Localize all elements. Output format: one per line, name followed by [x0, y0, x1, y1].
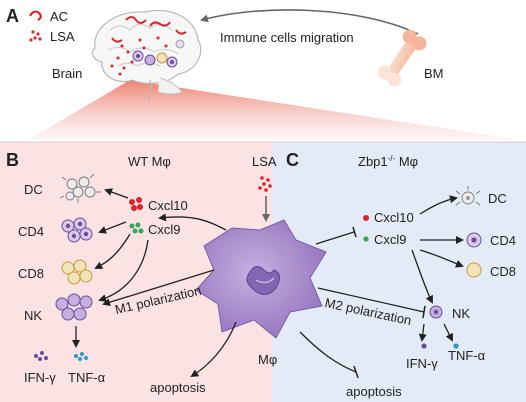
panel-c-title-sup: -/-: [388, 154, 396, 163]
panel-c-background: [272, 142, 526, 402]
c-cd8-label: CD8: [490, 264, 516, 279]
c-cd4-label: CD4: [490, 233, 516, 248]
b-dc-label: DC: [24, 182, 43, 197]
b-cd8-cells: [61, 259, 93, 285]
c-cd8-cell: [466, 262, 482, 278]
macrophage-cell: [195, 219, 327, 339]
migration-arrow: [200, 9, 419, 35]
panel-b-letter: B: [6, 150, 19, 170]
c-cxcl9-icon: [363, 236, 369, 242]
b-tnf-icon: [74, 352, 88, 361]
c-nk-label: NK: [452, 306, 470, 321]
brain-label: Brain: [52, 66, 82, 81]
c-inhibit-cytokines: [315, 231, 355, 245]
c-tnf-label: TNF-α: [448, 348, 486, 363]
panel-c-letter: C: [286, 150, 299, 170]
c-tnf-icon: [453, 343, 459, 349]
b-arrows: [72, 188, 237, 378]
b-cxcl9-label: Cxcl9: [148, 222, 181, 237]
c-cd4-cell: [466, 232, 482, 248]
c-cxcl10-label: Cxcl10: [374, 210, 414, 225]
bone-marrow-icon: [377, 29, 427, 87]
c-ifn-icon: [421, 343, 427, 349]
ac-legend-icon: [29, 10, 42, 21]
c-arrows: [411, 195, 464, 342]
b-nk-cells: [55, 293, 93, 321]
panel-b: B WT Mφ DC CD4 CD8 NK C: [6, 150, 237, 395]
b-cxcl10-icon: [129, 197, 143, 211]
c-nk-cell: [429, 305, 443, 319]
lsa-legend-icon: [29, 30, 42, 42]
macrophage-label: Mφ: [258, 352, 277, 367]
panel-c-title: Zbp1-/- Mφ: [358, 154, 418, 169]
c-polarization-bar: [422, 305, 426, 319]
b-ifn-label: IFN-γ: [24, 370, 56, 385]
legend-lsa-label: LSA: [50, 29, 75, 44]
b-cxcl9-icon: [129, 222, 144, 234]
c-dc-cell: [455, 186, 481, 206]
panel-c-title-prefix: Zbp1: [358, 154, 388, 169]
b-cd8-label: CD8: [18, 266, 44, 281]
panel-a: A AC LSA: [6, 6, 520, 140]
panel-b-title: WT Mφ: [128, 154, 171, 169]
c-ifn-label: IFN-γ: [406, 356, 438, 371]
c-inhibit-bar: [352, 226, 357, 238]
bm-label: BM: [424, 66, 444, 81]
c-cxcl10-icon: [363, 215, 369, 221]
c-apoptosis-bar: [353, 365, 359, 379]
center-lsa-label: LSA: [252, 154, 277, 169]
b-cxcl10-label: Cxcl10: [148, 198, 188, 213]
c-polarization-line: [317, 287, 425, 313]
b-tnf-label: TNF-α: [68, 370, 106, 385]
panel-a-letter: A: [6, 6, 19, 26]
c-cxcl9-label: Cxcl9: [374, 232, 407, 247]
b-cd4-label: CD4: [18, 224, 44, 239]
b-dc-cells: [59, 173, 101, 203]
ac-in-brain: [111, 16, 187, 43]
panel-c-title-suffix: Mφ: [395, 154, 418, 169]
legend-ac-label: AC: [50, 9, 68, 24]
c-dc-label: DC: [488, 191, 507, 206]
b-cd4-nuclei: [65, 221, 89, 239]
b-ifn-icon: [34, 351, 48, 361]
zoom-cone: [28, 80, 520, 140]
b-apoptosis-label: apoptosis: [150, 380, 206, 395]
migration-label: Immune cells migration: [220, 30, 354, 45]
immune-cells-in-brain: [132, 39, 185, 68]
center-lsa-dots: [258, 176, 272, 192]
lsa-in-brain: [110, 36, 168, 76]
b-nk-label: NK: [24, 308, 42, 323]
c-apoptosis-line: [299, 331, 357, 373]
c-apoptosis-label: apoptosis: [346, 384, 402, 399]
